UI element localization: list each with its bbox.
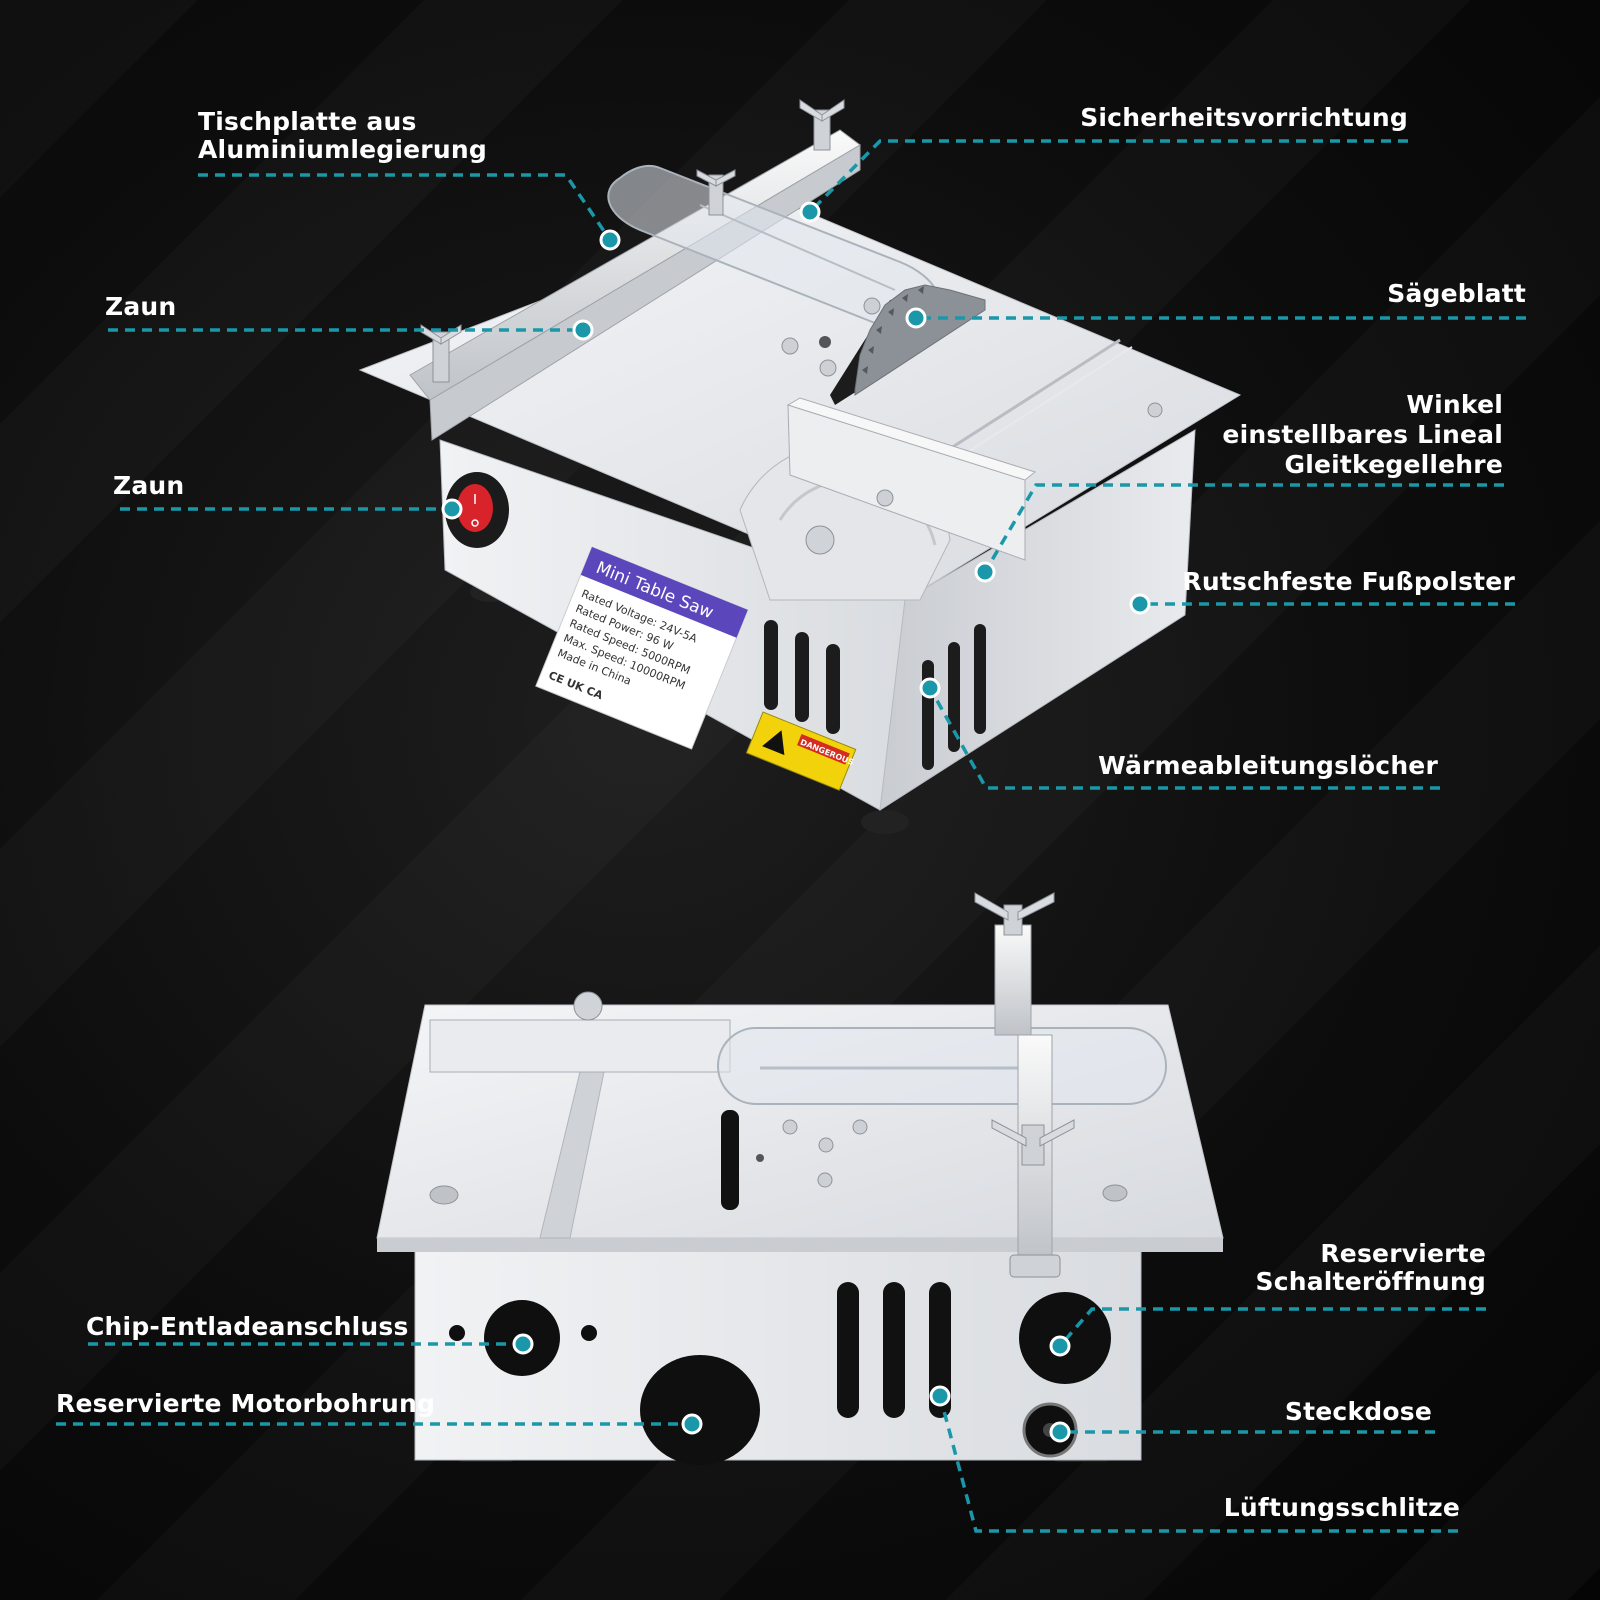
switch-off-icon xyxy=(471,519,479,527)
power-switch[interactable] xyxy=(457,484,493,532)
callout-dot xyxy=(1129,593,1151,615)
screw-icon xyxy=(876,489,894,507)
label-saw-blade: Sägeblatt xyxy=(1387,279,1526,308)
blade-slot xyxy=(721,1110,739,1210)
callout-dot xyxy=(512,1333,534,1355)
warning-header xyxy=(797,734,850,765)
screw-icon xyxy=(1102,1184,1128,1202)
label-chip-port: Chip-Entladeanschluss xyxy=(86,1312,409,1341)
wing-nut-icon xyxy=(991,1119,1075,1166)
guard-slot xyxy=(699,204,896,291)
callout-dot xyxy=(1049,1421,1071,1443)
label-safety-guard: Sicherheitsvorrichtung xyxy=(1080,103,1408,132)
saw-bottom-view xyxy=(376,892,1224,1465)
vent-slots xyxy=(837,1282,951,1418)
callout-dot xyxy=(905,307,927,329)
hole xyxy=(581,1325,597,1341)
safety-guard xyxy=(717,1027,1167,1105)
screw-icon xyxy=(852,1119,868,1135)
clamp-block xyxy=(1009,1254,1061,1278)
label-anti-slip-feet: Rutschfeste Fußpolster xyxy=(1182,567,1515,596)
wing-nut-icon xyxy=(799,99,845,151)
label-header xyxy=(580,547,748,638)
callout-dot xyxy=(441,498,463,520)
table-top-edge xyxy=(377,1238,1223,1252)
callout-line xyxy=(1058,1307,1486,1348)
callout-dot xyxy=(799,201,821,223)
callout-dot xyxy=(919,677,941,699)
callout-line xyxy=(983,483,1504,573)
label-socket: Steckdose xyxy=(1284,1397,1432,1426)
label-tabletop: Tischplatte aus Aluminiumlegierung xyxy=(198,107,487,164)
miter-fence-top xyxy=(786,397,1037,481)
screw-icon xyxy=(781,337,799,355)
callout-dot xyxy=(681,1413,703,1435)
label-vent-slots: Lüftungsschlitze xyxy=(1223,1493,1460,1522)
label-motor-bore: Reservierte Motorbohrung xyxy=(56,1389,436,1418)
callout-dot xyxy=(572,319,594,341)
callout-dots xyxy=(441,201,1151,1443)
label-switch-opening: Reservierte Schalteröffnung xyxy=(1255,1239,1486,1296)
screw-icon xyxy=(818,1137,834,1153)
miter-slot-edge xyxy=(951,346,1133,463)
screw-icon xyxy=(819,359,837,377)
callout-line xyxy=(938,1395,1458,1533)
hole xyxy=(819,336,831,348)
foot xyxy=(861,810,909,834)
motor-bore xyxy=(640,1355,760,1465)
saw-blade xyxy=(854,284,986,396)
product-label: Mini Table Saw Rated Voltage: 24V-5A Rat… xyxy=(535,546,749,750)
callout-dot xyxy=(974,561,996,583)
callout-line xyxy=(928,687,1440,790)
guard-post xyxy=(994,924,1032,1036)
miter-fence xyxy=(429,1019,731,1073)
hole xyxy=(756,1154,764,1162)
screw-icon xyxy=(817,1172,833,1188)
callout-line xyxy=(808,139,1408,214)
miter-knob xyxy=(573,991,603,1021)
label-heat-vents: Wärmeableitungslöcher xyxy=(1098,751,1438,780)
screw-icon xyxy=(782,1119,798,1135)
vent-slots-front xyxy=(764,620,840,734)
miter-knob xyxy=(805,525,835,555)
label-miter-gauge: Winkel einstellbares Lineal Gleitkegelle… xyxy=(1222,390,1503,479)
label-fence-2: Zaun xyxy=(113,471,185,500)
screw-icon xyxy=(1147,402,1163,418)
callout-line xyxy=(198,173,612,241)
screw-icon xyxy=(863,297,881,315)
label-fence-1: Zaun xyxy=(105,292,177,321)
wing-nut-icon xyxy=(696,169,736,216)
screw-icon xyxy=(429,1185,459,1205)
callout-dot xyxy=(929,1385,951,1407)
callout-dot xyxy=(1049,1335,1071,1357)
hole xyxy=(449,1325,465,1341)
wing-nut-icon xyxy=(974,892,1055,936)
warning-triangle-icon xyxy=(762,730,785,756)
miter-slot xyxy=(939,338,1121,457)
callout-lines xyxy=(56,139,1526,1533)
callout-dot xyxy=(599,229,621,251)
